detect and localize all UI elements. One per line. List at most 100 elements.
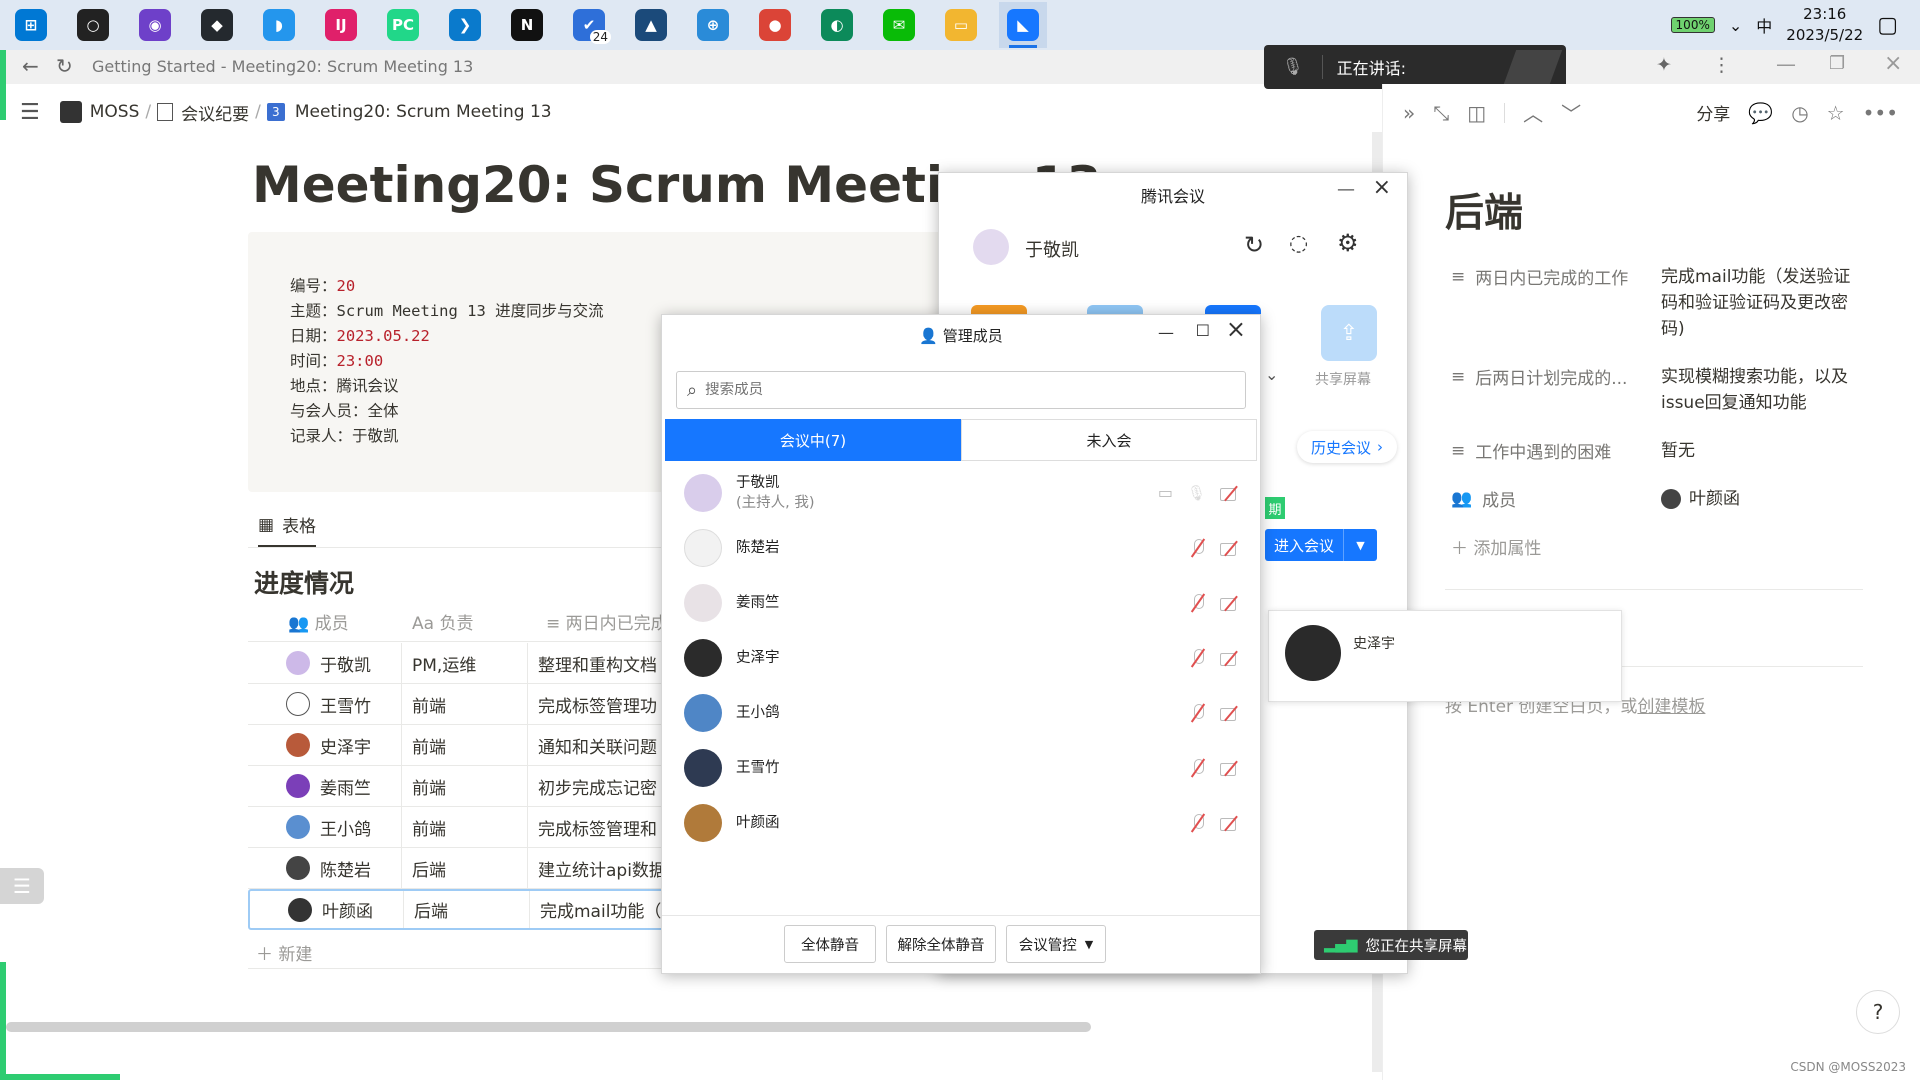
cell-member[interactable]: 于敬凯	[248, 643, 402, 683]
taskbar-edge-dev-button[interactable]: ◐	[813, 2, 861, 48]
cell-done[interactable]: 建立统计api数据	[538, 860, 666, 881]
close-icon[interactable]: ×	[1884, 51, 1903, 76]
property-row[interactable]: ≡后两日计划完成的...实现模糊搜索功能，以及issue回复通知功能	[1451, 364, 1891, 416]
minimize-icon[interactable]: —	[1158, 323, 1174, 342]
new-row-button[interactable]: ＋ 新建	[256, 945, 313, 965]
tab-table-view[interactable]: ▦ 表格	[258, 512, 317, 547]
close-icon[interactable]: ×	[1225, 315, 1246, 343]
cell-done[interactable]: 整理和重构文档	[538, 655, 657, 676]
taskbar-vscode-button[interactable]: ❯	[441, 2, 489, 48]
close-icon[interactable]: ×	[1372, 175, 1391, 200]
taskbar-wechat-button[interactable]: ✉	[875, 2, 923, 48]
table-of-contents-icon[interactable]: ☰	[0, 868, 44, 904]
taskbar-github-button[interactable]: ◆	[193, 2, 241, 48]
cell-role[interactable]: 前端	[402, 766, 528, 806]
camera-off-icon[interactable]	[1220, 761, 1242, 776]
microphone-muted-icon[interactable]	[1190, 538, 1206, 557]
section-title[interactable]: 进度情况	[254, 569, 355, 598]
comment-icon[interactable]: 💬	[1748, 100, 1774, 125]
property-row[interactable]: ≡两日内已完成的工作完成mail功能（发送验证码和验证验证码及更改密码)	[1451, 264, 1891, 342]
table-row[interactable]: 王小鸽前端完成标签管理和	[248, 807, 888, 848]
taskbar-file-explorer-button[interactable]: ▭	[937, 2, 985, 48]
camera-off-icon[interactable]	[1220, 706, 1242, 721]
property-row[interactable]: ≡工作中遇到的困难暂无	[1451, 438, 1891, 464]
taskbar-tencent-meeting-button[interactable]: ◣	[999, 2, 1047, 48]
table-row[interactable]: 史泽宇前端通知和关联问题	[248, 725, 888, 766]
taskbar-network-app-button[interactable]: ⊕	[689, 2, 737, 48]
tab-title[interactable]: Getting Started - Meeting20: Scrum Meeti…	[92, 57, 474, 76]
chevron-down-icon[interactable]: ﹀	[1561, 102, 1582, 126]
microphone-muted-icon[interactable]	[1190, 758, 1206, 777]
breadcrumb-item-moss[interactable]: MOSS	[89, 102, 140, 122]
battery-icon[interactable]: 100%	[1670, 17, 1715, 33]
cell-done[interactable]: 完成标签管理功	[538, 696, 657, 717]
search-member-input[interactable]	[705, 382, 1206, 398]
property-row[interactable]: 👥成员叶颜函	[1451, 486, 1891, 512]
camera-off-icon[interactable]	[1220, 486, 1242, 501]
tab-in-meeting[interactable]: 会议中(7)	[665, 419, 961, 461]
taskbar-github-desktop-button[interactable]: ◉	[131, 2, 179, 48]
table-row[interactable]: 姜雨竺前端初步完成忘记密	[248, 766, 888, 807]
chat-icon[interactable]: ◌	[1289, 231, 1309, 256]
cell-member[interactable]: 王雪竹	[248, 684, 402, 724]
table-row[interactable]: 王雪竹前端完成标签管理功	[248, 684, 888, 725]
member-row[interactable]: 王小鸽	[662, 685, 1260, 740]
taskbar-docker-button[interactable]: ◗	[255, 2, 303, 48]
more-menu-icon[interactable]: ⋮	[1712, 54, 1731, 76]
maximize-icon[interactable]: ☐	[1195, 321, 1210, 340]
horizontal-scrollbar[interactable]	[6, 1022, 1091, 1032]
member-row[interactable]: 叶颜函	[662, 795, 1260, 850]
extensions-icon[interactable]: ✦	[1656, 54, 1672, 76]
settings-gear-icon[interactable]: ⚙	[1337, 229, 1359, 257]
cell-role[interactable]: 前端	[402, 725, 528, 765]
reload-icon[interactable]: ↻	[56, 54, 73, 78]
taskbar-notion-button[interactable]: N	[503, 2, 551, 48]
member-row[interactable]: 陈楚岩	[662, 520, 1260, 575]
screen-sharing-toast[interactable]: ▂▄▆ 您正在共享屏幕	[1314, 930, 1468, 960]
cell-role[interactable]: 前端	[402, 684, 528, 724]
minimize-icon[interactable]: —	[1337, 179, 1355, 200]
table-row[interactable]: 叶颜函后端完成mail功能（	[248, 889, 888, 930]
cell-member[interactable]: 叶颜函	[250, 891, 404, 928]
cell-role[interactable]: PM,运维	[402, 643, 528, 683]
tab-not-joined[interactable]: 未入会	[961, 419, 1257, 461]
microphone-icon[interactable]: 🎙	[1186, 483, 1206, 502]
history-meetings-button[interactable]: 历史会议›	[1297, 431, 1397, 463]
cell-member[interactable]: 姜雨竺	[248, 766, 402, 806]
cell-role[interactable]: 后端	[404, 891, 530, 928]
member-row[interactable]: 于敬凯(主持人, 我)▭🎙	[662, 465, 1260, 520]
join-meeting-button[interactable]: 进入会议 ▼	[1265, 529, 1377, 561]
back-icon[interactable]: ←	[22, 54, 39, 78]
breadcrumb-item-notes[interactable]: 会议纪要	[181, 104, 250, 125]
sync-icon[interactable]: ↻	[1244, 231, 1265, 259]
cell-done[interactable]: 通知和关联问题	[538, 737, 657, 758]
microphone-muted-icon[interactable]	[1190, 813, 1206, 832]
camera-off-icon[interactable]	[1220, 596, 1242, 611]
taskbar-todo-button[interactable]: ✔24	[565, 2, 613, 48]
cell-role[interactable]: 后端	[402, 848, 528, 888]
taskbar-windows-start-button[interactable]: ⊞	[7, 2, 55, 48]
meeting-control-button[interactable]: 会议管控▼	[1006, 925, 1106, 963]
taskbar-search-button[interactable]: ○	[69, 2, 117, 48]
add-property-button[interactable]: ＋ 添加属性	[1451, 539, 1542, 559]
column-header-member[interactable]: 👥 成员	[288, 614, 349, 634]
sidebar-toggle-icon[interactable]: ☰	[20, 99, 40, 125]
create-template-link[interactable]: 创建模板	[1637, 697, 1706, 717]
column-header-done[interactable]: ≡ 两日内已完成	[546, 614, 668, 634]
cell-done[interactable]: 初步完成忘记密	[538, 778, 657, 799]
restore-icon[interactable]: ❐	[1829, 53, 1846, 74]
mute-all-button[interactable]: 全体静音	[784, 925, 876, 963]
camera-off-icon[interactable]	[1220, 651, 1242, 666]
share-button[interactable]: 分享	[1696, 105, 1731, 125]
star-icon[interactable]: ☆	[1826, 100, 1845, 125]
member-row[interactable]: 姜雨竺	[662, 575, 1260, 630]
taskbar-intellij-idea-button[interactable]: IJ	[317, 2, 365, 48]
chevron-down-icon[interactable]: ⌄	[1265, 365, 1279, 384]
cell-member[interactable]: 王小鸽	[248, 807, 402, 847]
member-row[interactable]: 王雪竹	[662, 740, 1260, 795]
more-options-icon[interactable]: •••	[1862, 100, 1898, 125]
chevron-down-icon[interactable]: ⌄	[1728, 15, 1743, 35]
cell-member[interactable]: 史泽宇	[248, 725, 402, 765]
share-screen-icon[interactable]: ⇪	[1321, 305, 1377, 361]
